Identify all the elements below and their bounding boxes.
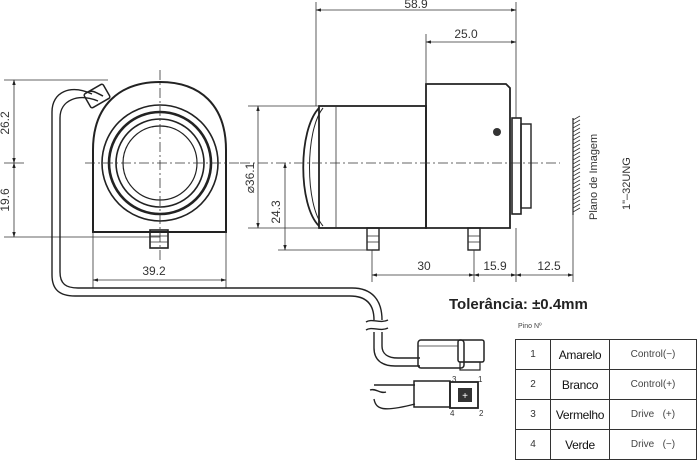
cable-assembly: + 3 1 4 2	[51, 89, 485, 418]
connector-pin-1: 1	[478, 375, 483, 384]
dim-24-3: 24.3	[269, 200, 283, 224]
side-view: 58.9 25.0 ⌀36.1 24.3 30 15.9 12.5 Plano …	[240, 0, 633, 282]
mount-flange	[511, 117, 522, 215]
wire-color: Branco	[550, 369, 610, 400]
pin-function: Control(−)	[609, 339, 697, 370]
image-plane-hatch	[572, 115, 581, 213]
front-barrel	[318, 105, 427, 229]
dim-12-5: 12.5	[537, 259, 561, 273]
set-screw	[149, 229, 169, 249]
c-mount-thread	[520, 123, 532, 209]
connector-pin-4: 4	[450, 409, 455, 418]
plug-body	[413, 380, 451, 408]
right-angle-plug	[417, 339, 465, 369]
svg-text:+: +	[462, 391, 468, 402]
cable-outer	[51, 89, 375, 321]
dim-30: 30	[417, 259, 431, 273]
dim-15-9: 15.9	[483, 259, 507, 273]
pin-number: 4	[515, 429, 551, 460]
wire-color: Amarelo	[550, 339, 610, 370]
wire-color: Vermelho	[550, 399, 610, 430]
wire-color: Verde	[550, 429, 610, 460]
dim-diameter-36-1: ⌀36.1	[243, 162, 257, 193]
pin-function: Drive (+)	[609, 399, 697, 430]
connector-pin-2: 2	[479, 409, 484, 418]
plug-face	[449, 381, 479, 409]
front-dome	[302, 107, 320, 227]
plug-pins	[458, 388, 472, 402]
rear-body	[425, 83, 511, 229]
dim-58-9: 58.9	[404, 0, 428, 11]
dim-25-0: 25.0	[454, 27, 478, 41]
dim-26-2: 26.2	[0, 111, 12, 135]
pin-a	[366, 227, 380, 251]
front-view: 26.2 19.6 39.2	[0, 70, 240, 288]
pin-number: 1	[515, 339, 551, 370]
front-housing	[92, 80, 227, 233]
cable-inner	[59, 97, 383, 321]
pin-table-caption: Pino Nº	[518, 323, 542, 330]
pin-b	[467, 227, 481, 251]
side-screw	[493, 128, 501, 136]
connector-pin-3: 3	[452, 375, 457, 384]
dim-19-6: 19.6	[0, 188, 12, 212]
pin-number: 3	[515, 399, 551, 430]
cable-gland	[83, 83, 111, 109]
pin-function: Control(+)	[609, 369, 697, 400]
tolerance-note: Tolerância: ±0.4mm	[449, 296, 588, 313]
image-plane-label: Plano de Imagem	[588, 134, 600, 220]
pin-function: Drive (−)	[609, 429, 697, 460]
pin-number: 2	[515, 369, 551, 400]
dim-39-2: 39.2	[142, 264, 166, 278]
thread-label: 1"–32UNG	[621, 157, 633, 210]
